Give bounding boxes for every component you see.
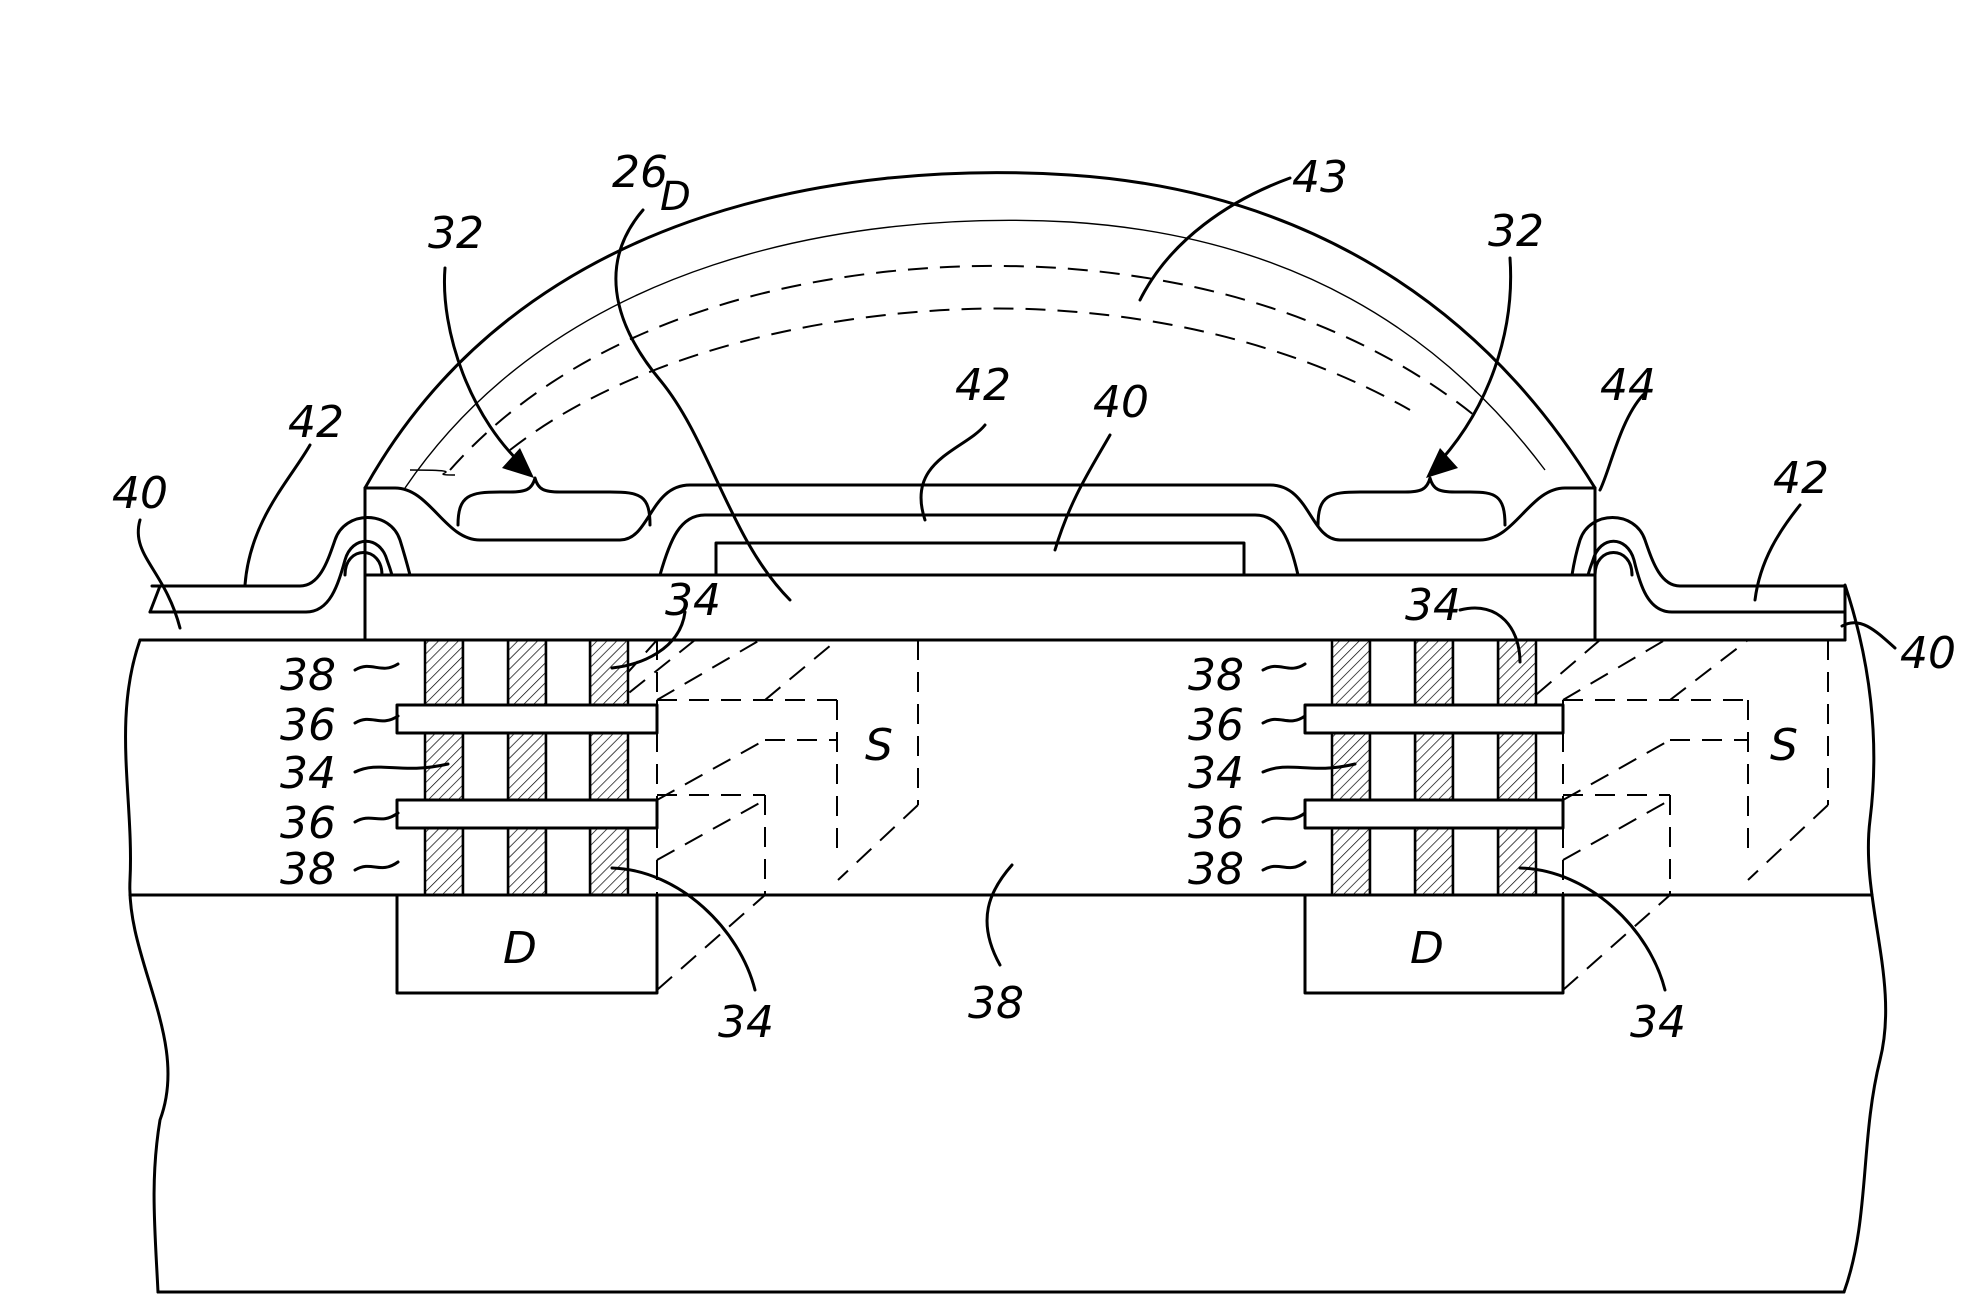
right-film-inner (1588, 541, 1845, 612)
right-device: D S (1305, 640, 1828, 993)
inner-bond-layer-40 (716, 543, 1244, 575)
right-bond-loop (1595, 553, 1632, 576)
right-cavity-brace (1318, 478, 1505, 525)
leader-36-left-lower (355, 813, 398, 822)
left-bar-upper (397, 705, 657, 733)
substrate-left-wavy-edge (126, 640, 168, 1292)
leader-38-center (987, 865, 1012, 965)
left-cavity-brace (458, 478, 650, 525)
substrate-right-wavy-edge (1844, 585, 1886, 1292)
label-34-upper-left: 34 (665, 575, 721, 626)
left-edge-step (150, 586, 160, 612)
label-26-subscript: D (660, 174, 691, 220)
left-device: D S (397, 640, 918, 993)
left-plain-column-2 (546, 640, 590, 895)
package-layers (150, 485, 1845, 640)
lens-outer-dome (365, 173, 1595, 488)
leader-43 (1140, 178, 1290, 300)
leader-40-right (1842, 623, 1895, 648)
label-40-right: 40 (1900, 628, 1956, 679)
label-36-right-upper: 36 (1188, 700, 1244, 751)
left-drain-label: D (503, 923, 537, 974)
arrow-32-left (502, 448, 534, 478)
label-43: 43 (1292, 152, 1348, 203)
right-plain-column-2 (1453, 640, 1498, 895)
label-36-left-upper: 36 (280, 700, 336, 751)
left-hatched-column-3 (590, 640, 628, 895)
right-bar-lower (1305, 800, 1563, 828)
label-34-left-mid: 34 (280, 748, 336, 799)
lens-inner-arc (405, 220, 1545, 488)
lens-43 (365, 173, 1595, 488)
label-34-upper-right: 34 (1405, 580, 1461, 631)
right-bar-upper (1305, 705, 1563, 733)
label-34-lower-right: 34 (1630, 997, 1686, 1048)
left-plain-column-1 (463, 640, 508, 895)
label-36-left-lower: 36 (280, 798, 336, 849)
label-44: 44 (1600, 360, 1656, 411)
left-hatched-column-2 (508, 640, 546, 895)
label-42-left: 42 (288, 397, 344, 448)
label-38-left-upper: 38 (280, 650, 336, 701)
left-bar-lower (397, 800, 657, 828)
label-34-right-mid: 34 (1188, 748, 1244, 799)
label-38-right-upper: 38 (1188, 650, 1244, 701)
label-38-center: 38 (968, 978, 1024, 1029)
left-source-label: S (865, 720, 893, 771)
arrow-32-right (1426, 448, 1458, 478)
right-hatched-column-3 (1498, 640, 1536, 895)
leader-36-right-lower (1263, 813, 1305, 822)
label-42-right: 42 (1773, 453, 1829, 504)
right-drain-label: D (1410, 923, 1444, 974)
leader-36-right-upper (1263, 716, 1305, 723)
right-plain-column-1 (1370, 640, 1415, 895)
label-42-center: 42 (955, 360, 1011, 411)
leader-38-right-upper (1263, 664, 1305, 670)
right-hatched-column-2 (1415, 640, 1453, 895)
label-38-left-lower: 38 (280, 844, 336, 895)
left-film-inner (150, 541, 392, 612)
label-34-lower-left: 34 (718, 997, 774, 1048)
label-40-left: 40 (112, 468, 168, 519)
leader-38-right-lower (1263, 862, 1305, 870)
label-38-right-lower: 38 (1188, 844, 1244, 895)
label-26d: 26 D (612, 147, 691, 220)
right-source-label: S (1770, 720, 1798, 771)
leader-40-center (1055, 435, 1110, 550)
leader-42-center (921, 425, 985, 520)
label-32-right: 32 (1488, 206, 1544, 257)
right-source-dashed-box (1530, 640, 1828, 990)
label-32-left: 32 (428, 208, 484, 259)
leader-38-left-upper (355, 664, 398, 670)
leader-38-left-lower (355, 862, 398, 870)
label-40-center: 40 (1093, 377, 1149, 428)
leader-42-left (245, 445, 310, 585)
leader-36-left-upper (355, 716, 398, 723)
label-36-right-lower: 36 (1188, 798, 1244, 849)
